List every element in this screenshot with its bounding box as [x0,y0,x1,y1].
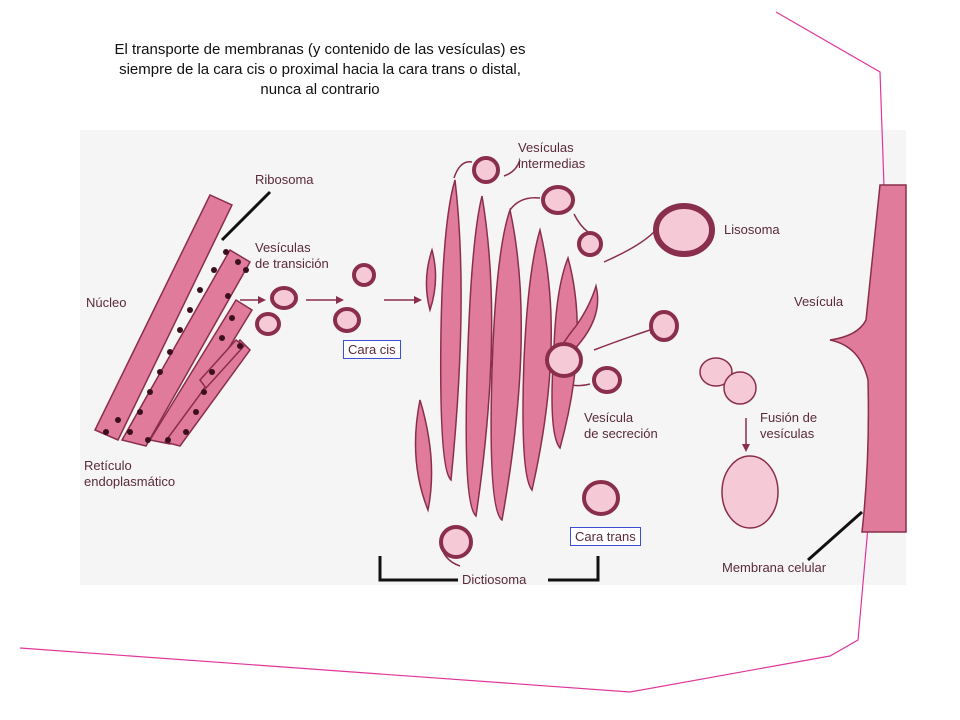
label-dictiosoma: Dictiosoma [462,572,527,587]
label-lisosoma: Lisosoma [724,222,780,237]
ribosome-dots [103,249,249,443]
label-vesiculas-transicion-1: Vesículas [255,240,311,255]
endoplasmic-reticulum [93,194,254,447]
frame-lines [19,11,889,693]
label-vesicula-secrecion-2: de secreción [584,426,658,441]
dictiosoma-bracket [378,556,600,582]
label-vesicula: Vesícula [794,294,844,309]
label-nucleo: Núcleo [86,295,127,310]
label-membrana-celular: Membrana celular [722,560,827,575]
label-vesiculas-transicion-2: de transición [255,256,329,271]
flow-arrows [240,159,881,567]
label-fusion-2: vesículas [760,426,815,441]
label-fusion-1: Fusión de [760,410,818,425]
label-ribosoma: Ribosoma [255,172,314,187]
label-cara-trans: Cara trans [570,527,641,546]
golgi-cisternae [414,179,599,522]
fusing-vesicles [699,357,757,405]
label-cara-cis: Cara cis [343,340,401,359]
label-vesiculas-intermedias-2: intermedias [518,156,586,171]
fused-vesicle [721,455,779,529]
lisosoma-organelle [653,203,715,257]
label-reticulo-1: Retículo [84,458,132,473]
label-vesiculas-intermedias-1: Vesículas [518,140,574,155]
membrana-pointer [807,510,863,562]
label-vesicula-secrecion-1: Vesícula [584,410,634,425]
transition-vesicles [255,263,376,336]
golgi-vesicles [439,156,679,559]
caption-text: El transporte de membranas (y contenido … [114,41,526,98]
cell-membrane [829,184,907,533]
ribosoma-pointer [220,190,272,242]
label-reticulo-2: endoplasmático [84,474,176,489]
